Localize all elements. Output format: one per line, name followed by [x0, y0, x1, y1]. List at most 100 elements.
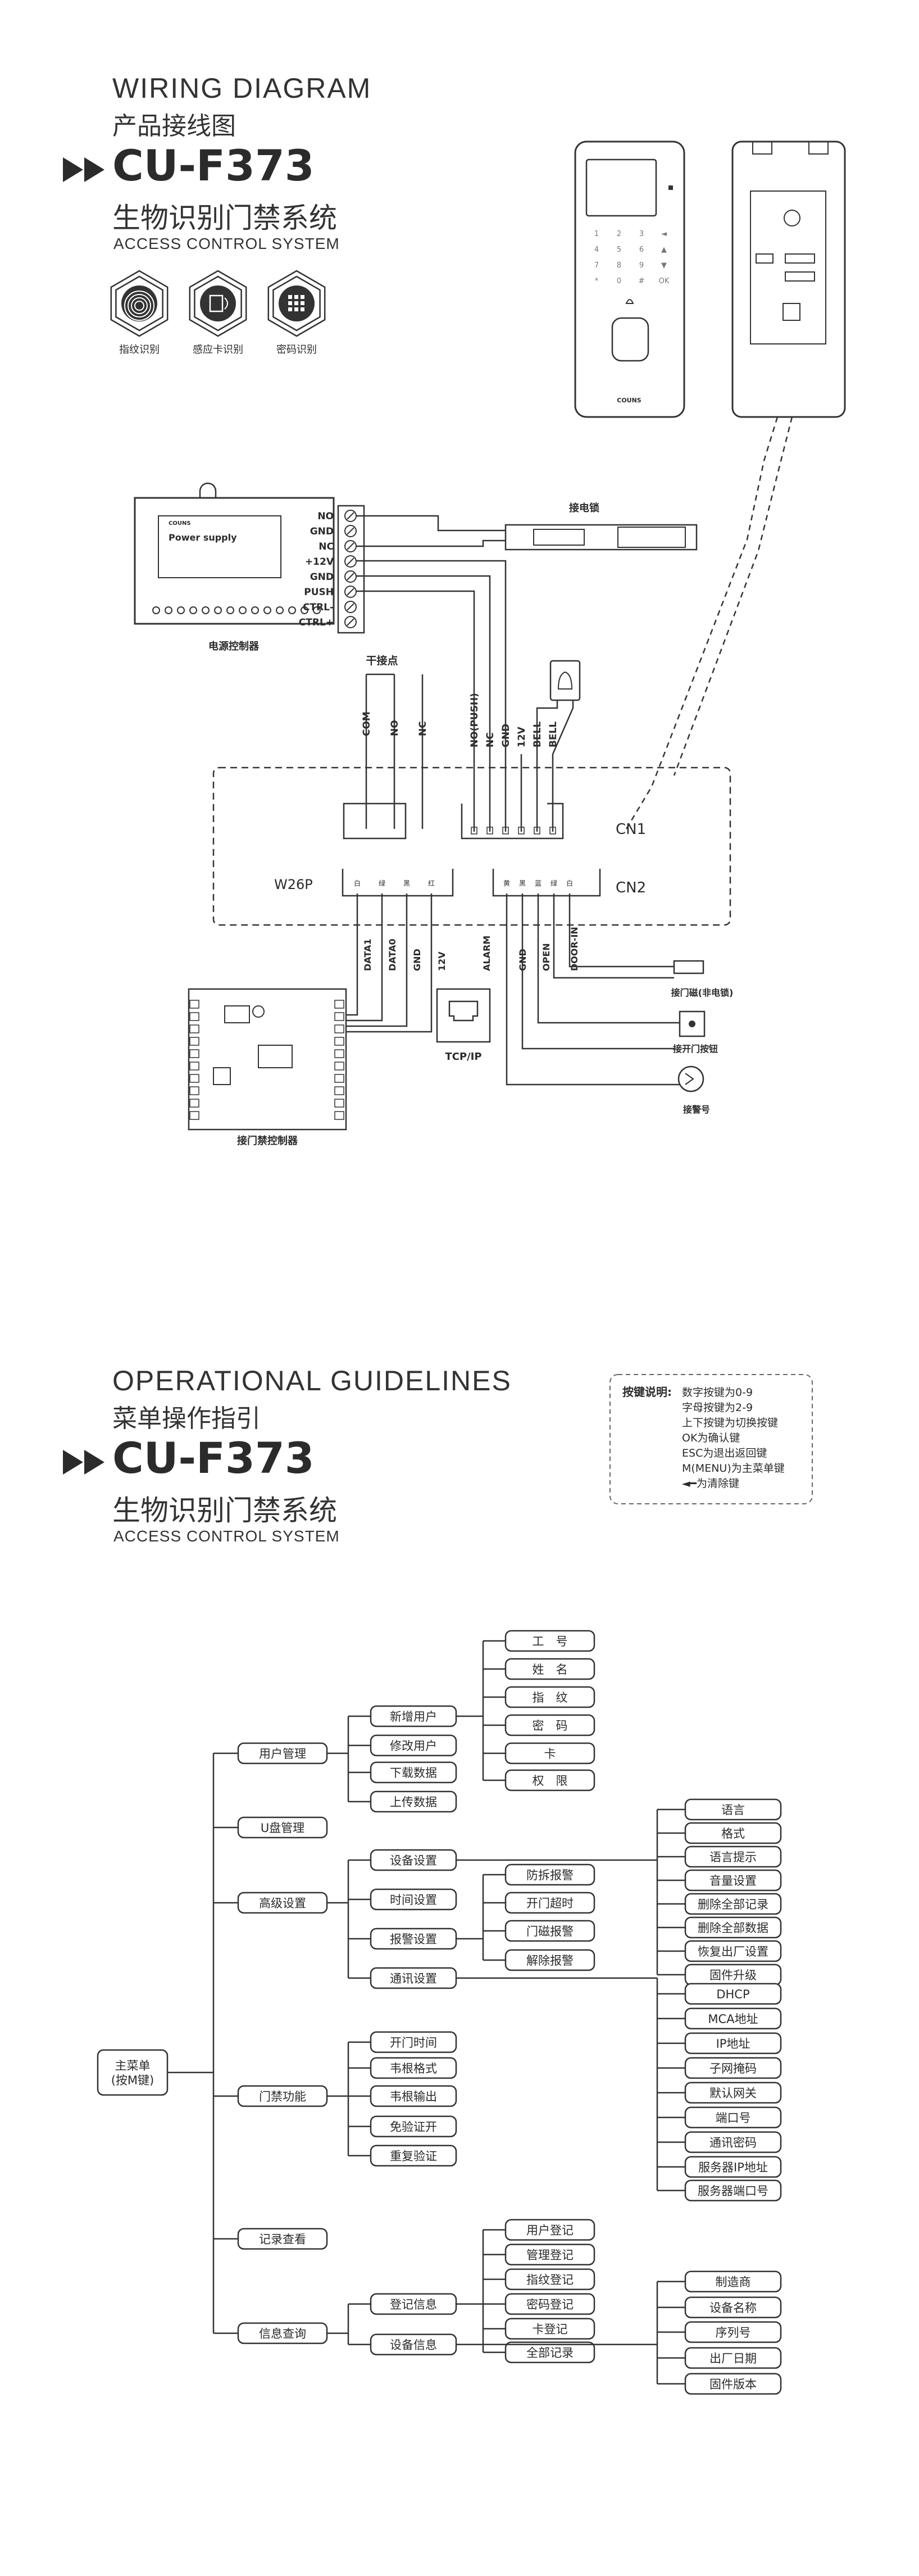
key-label: 9 [639, 261, 644, 270]
card-shape [209, 294, 224, 312]
wiring-title: WIRING DIAGRAM [112, 72, 372, 104]
key-dot [294, 295, 298, 299]
wire-color: 白 [566, 879, 573, 887]
controller-terminal [334, 1074, 344, 1083]
submenu-item-label: 新增用户 [390, 1710, 437, 1724]
screw-slot [347, 542, 354, 550]
submenu-item [370, 1761, 457, 1784]
screw-terminal [177, 606, 185, 614]
leaf-item-label: 通讯密码 [709, 2136, 757, 2149]
controller-terminal [189, 1012, 199, 1021]
leaf-item-label: 指 纹 [533, 1691, 568, 1704]
siren-icon [677, 1065, 704, 1092]
wire-controller [346, 1000, 408, 1027]
controller-terminal [189, 1111, 199, 1120]
leaf-item [684, 2321, 782, 2343]
key-label: 1 [594, 230, 599, 238]
screw-slot [347, 527, 354, 535]
leaf-item-label: 工 号 [533, 1635, 568, 1648]
terminal-screw [344, 616, 357, 628]
power-caption: 电源控制器 [208, 640, 260, 652]
leaf-item [684, 1869, 782, 1892]
screw-slot [347, 588, 354, 596]
leaf-item [504, 2341, 595, 2364]
bell-icon [557, 671, 573, 690]
pin-slot [518, 827, 525, 835]
reader-brand: COUNS [617, 397, 642, 404]
leaf-item [504, 1892, 595, 1914]
w26p-label: W26P [274, 877, 313, 892]
submenu-item-label: 免验证开 [390, 2120, 437, 2134]
submenu-item [370, 1888, 457, 1911]
feature-hexagon [189, 270, 247, 337]
root-menu-label: (按M键) [111, 2074, 154, 2087]
key-dot [288, 307, 292, 311]
submenu-item-label: 修改用户 [390, 1739, 437, 1753]
terminal-label: GND [310, 526, 334, 537]
key-label: ▼ [661, 261, 667, 270]
leaf-item-label: 服务器IP地址 [698, 2161, 768, 2174]
leaf-item-label: 用户登记 [526, 2224, 574, 2237]
cn1-connector [461, 802, 564, 840]
submenu-item-label: 开门时间 [390, 2036, 437, 2049]
terminal-label: +12V [305, 556, 334, 568]
leaf-item-label: 解除报警 [526, 1954, 574, 1967]
w26p-pin: GND [412, 949, 422, 971]
leaf-item-label: 管理登记 [526, 2248, 574, 2262]
submenu-item [370, 2144, 457, 2167]
leaf-item [684, 1845, 782, 1868]
leaf-item [684, 2296, 782, 2319]
key-legend-title: 按键说明: [622, 1385, 672, 1399]
ethernet-port-icon [782, 303, 800, 321]
wire-color: 绿 [379, 879, 385, 887]
fingerprint-ridge [124, 291, 154, 321]
leaf-item-label: MCA地址 [708, 2012, 758, 2026]
fingerprint-ridge [128, 294, 151, 318]
submenu-item [370, 2115, 457, 2138]
power-label-panel [158, 515, 281, 578]
wire-controller [346, 1000, 433, 1033]
feature-hexagon-inner [194, 275, 242, 332]
controller-chip [224, 1005, 250, 1023]
pin-slot [502, 827, 509, 835]
key-legend-item: 字母按键为2-9 [682, 1402, 753, 1414]
leaf-item-label: 端口号 [716, 2111, 751, 2125]
wire-color: 黑 [403, 879, 410, 887]
lock-label: 接电锁 [569, 502, 599, 514]
leaf-item-label: 设备名称 [709, 2301, 757, 2315]
submenu-item-label: 设备信息 [390, 2338, 437, 2352]
key-label: * [595, 277, 599, 285]
device-label: 接警号 [683, 1104, 710, 1115]
tcpip-label: TCP/IP [445, 1051, 481, 1063]
menu-item-label: 记录查看 [259, 2233, 306, 2246]
key-label: 7 [594, 261, 599, 270]
dry-contact-connector [343, 802, 407, 840]
cn2-pin: ALARM [481, 936, 492, 971]
button-dot [689, 1021, 695, 1027]
fingerprint-ridge [131, 297, 148, 314]
leaf-item [684, 2081, 782, 2104]
key-dot [294, 301, 298, 305]
leaf-item-label: 指纹登记 [526, 2273, 574, 2287]
cable-dashed [673, 416, 793, 776]
leaf-item [684, 2106, 782, 2129]
screw-terminal [165, 606, 172, 614]
double-arrow-icon [63, 157, 104, 182]
lock-icon [625, 299, 634, 304]
wire-lock [356, 539, 506, 547]
leaf-item [684, 2057, 782, 2079]
key-dot [294, 307, 298, 311]
cn1-pin: BELL [548, 722, 559, 747]
guide-model-en: ACCESS CONTROL SYSTEM [113, 1527, 340, 1545]
menu-item-label: 信息查询 [259, 2327, 306, 2341]
leaf-item-label: 全部记录 [526, 2346, 574, 2360]
wire-open [537, 894, 680, 1024]
root-menu-label: 主菜单 [115, 2059, 151, 2072]
screw-slot [347, 618, 354, 626]
screw-slot [347, 512, 354, 520]
lock-coil [617, 527, 686, 548]
connector-w26p [756, 253, 774, 264]
leaf-item-label: 出厂日期 [709, 2352, 757, 2365]
menu-item-label: 用户管理 [259, 1747, 306, 1761]
